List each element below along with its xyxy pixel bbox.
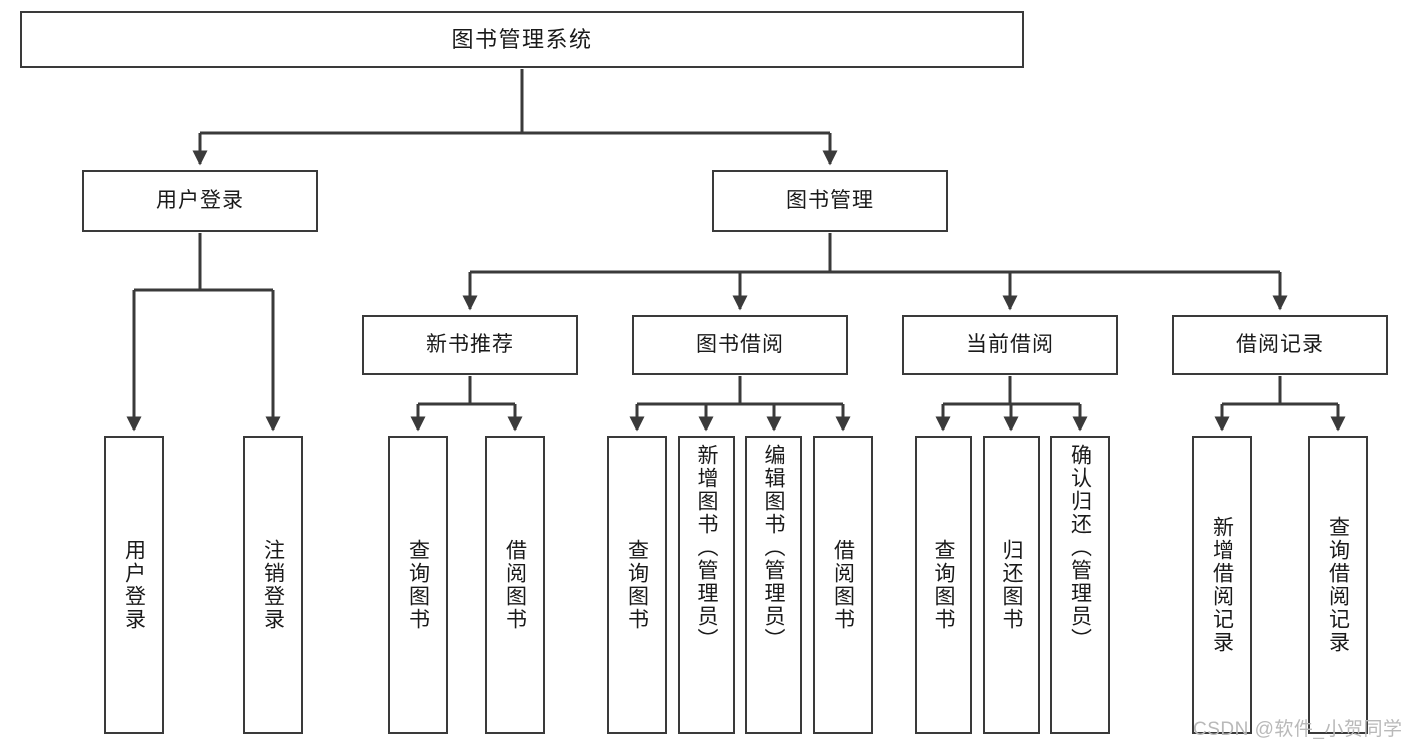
node-book-borrow-label: 图书借阅: [696, 332, 784, 356]
node-leaf-edit-book[interactable]: 编辑图书（管理员）: [745, 436, 802, 734]
node-leaf-query-record[interactable]: 查询借阅记录: [1308, 436, 1368, 734]
node-leaf-confirm-return-label: 确认归还（管理员）: [1068, 444, 1092, 651]
node-leaf-borrow-book-2[interactable]: 借阅图书: [813, 436, 873, 734]
node-leaf-borrow-book-2-label: 借阅图书: [831, 539, 855, 631]
node-leaf-query-book-1[interactable]: 查询图书: [388, 436, 448, 734]
node-leaf-add-record[interactable]: 新增借阅记录: [1192, 436, 1252, 734]
node-leaf-add-record-label: 新增借阅记录: [1210, 516, 1234, 654]
node-user-login-label: 用户登录: [156, 188, 244, 212]
node-current-borrow-label: 当前借阅: [966, 332, 1054, 356]
node-book-management-label: 图书管理: [786, 188, 874, 212]
node-new-book-recommend-label: 新书推荐: [426, 332, 514, 356]
node-leaf-query-book-2-label: 查询图书: [625, 539, 649, 631]
node-leaf-user-logout-label: 注销登录: [261, 539, 285, 631]
watermark: CSDN @软件_小贺同学: [1193, 719, 1403, 740]
node-new-book-recommend[interactable]: 新书推荐: [362, 315, 578, 375]
node-leaf-add-book-label: 新增图书（管理员）: [695, 444, 718, 651]
node-borrow-record[interactable]: 借阅记录: [1172, 315, 1388, 375]
node-leaf-query-record-label: 查询借阅记录: [1326, 516, 1350, 654]
node-leaf-query-book-1-label: 查询图书: [406, 539, 430, 631]
node-leaf-borrow-book-1[interactable]: 借阅图书: [485, 436, 545, 734]
node-leaf-query-book-3-label: 查询图书: [932, 539, 955, 631]
node-root[interactable]: 图书管理系统: [20, 11, 1024, 68]
node-leaf-edit-book-label: 编辑图书（管理员）: [762, 444, 785, 651]
node-leaf-return-book-label: 归还图书: [1000, 539, 1023, 631]
node-leaf-user-logout[interactable]: 注销登录: [243, 436, 303, 734]
node-leaf-user-login-label: 用户登录: [122, 539, 146, 631]
node-leaf-return-book[interactable]: 归还图书: [983, 436, 1040, 734]
node-book-management[interactable]: 图书管理: [712, 170, 948, 232]
node-leaf-confirm-return[interactable]: 确认归还（管理员）: [1050, 436, 1110, 734]
node-leaf-add-book[interactable]: 新增图书（管理员）: [678, 436, 735, 734]
node-leaf-query-book-3[interactable]: 查询图书: [915, 436, 972, 734]
node-user-login[interactable]: 用户登录: [82, 170, 318, 232]
node-root-label: 图书管理系统: [451, 26, 593, 52]
node-leaf-user-login[interactable]: 用户登录: [104, 436, 164, 734]
node-current-borrow[interactable]: 当前借阅: [902, 315, 1118, 375]
node-book-borrow[interactable]: 图书借阅: [632, 315, 848, 375]
node-leaf-borrow-book-1-label: 借阅图书: [503, 539, 527, 631]
node-borrow-record-label: 借阅记录: [1236, 332, 1324, 356]
node-leaf-query-book-2[interactable]: 查询图书: [607, 436, 667, 734]
